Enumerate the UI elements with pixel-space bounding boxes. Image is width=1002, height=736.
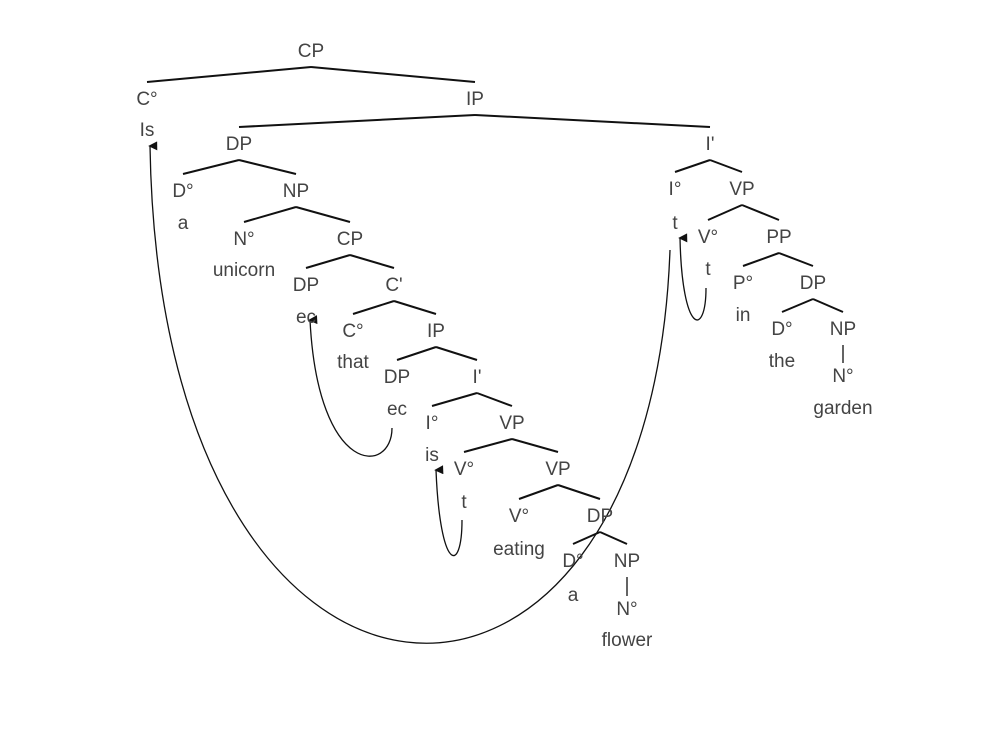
tree-branch-ip2-dp3 (396, 346, 437, 361)
tree-node-cp: CP (298, 41, 324, 62)
tree-node-n02: N° (616, 599, 637, 620)
tree-branch-dp5-d03 (781, 298, 814, 313)
tree-node-that: that (337, 352, 369, 373)
tree-node-t_v: t (461, 492, 467, 513)
tree-branch-dp5-np3 (812, 298, 844, 313)
tree-node-np: NP (283, 181, 309, 202)
tree-branch-ip2-ibar2 (435, 346, 478, 361)
tree-node-t_v2: t (705, 259, 711, 280)
tree-node-v0: V° (454, 459, 474, 480)
tree-branch-np-cp2 (295, 206, 351, 223)
tree-branch-cbar-ip2 (393, 300, 437, 315)
tree-node-c02: C° (342, 321, 363, 342)
movement-arrow-v-to-i (678, 233, 707, 321)
tree-node-flower: flower (602, 630, 653, 651)
tree-node-in: in (736, 305, 751, 326)
tree-branch-dp-d0 (182, 159, 240, 175)
tree-node-p0: P° (733, 273, 753, 294)
tree-branch-ip-ibar (474, 114, 711, 128)
tree-node-v03: V° (698, 227, 718, 248)
tree-node-the: the (769, 351, 795, 372)
tree-branch-vp3-pp (741, 204, 780, 221)
tree-node-i02: I° (426, 413, 439, 434)
movement-arrow-is-low (434, 465, 463, 557)
tree-node-dp4: DP (587, 506, 613, 527)
tree-branch-cp2-dp2 (305, 254, 351, 269)
tree-node-cbar: C' (385, 275, 402, 296)
tree-node-dp5: DP (800, 273, 826, 294)
tree-branch-ip-dp (238, 114, 476, 128)
tree-branch-cp-ip (310, 66, 476, 83)
tree-node-d03: D° (771, 319, 792, 340)
tree-node-v02: V° (509, 506, 529, 527)
tree-branch-cbar-c02 (352, 300, 395, 315)
tree-node-dp2: DP (293, 275, 319, 296)
tree-branch-dp-np (238, 159, 297, 175)
tree-node-ip2: IP (427, 321, 445, 342)
tree-node-a1: a (178, 213, 189, 234)
tree-node-garden: garden (813, 398, 872, 419)
tree-node-n0: N° (233, 229, 254, 250)
tree-branch-vp-v0 (463, 438, 513, 453)
tree-branch-cp2-cbar (349, 254, 395, 269)
tree-node-np3: NP (830, 319, 856, 340)
tree-node-ec1: ec (296, 307, 316, 328)
tree-node-eating: eating (493, 539, 545, 560)
tree-node-c0: C° (136, 89, 157, 110)
tree-node-ibar2: I' (473, 367, 482, 388)
tree-node-is_low: is (425, 445, 439, 466)
tree-branch-vp2-dp4 (557, 484, 601, 500)
movement-arrow-is-to-c (148, 141, 671, 644)
tree-node-t_i: t (672, 213, 678, 234)
tree-node-dp: DP (226, 134, 252, 155)
tree-node-ip: IP (466, 89, 484, 110)
movement-arrow-ec (308, 315, 393, 457)
tree-branch-dp4-np2 (599, 531, 628, 545)
tree-node-a2: a (568, 585, 579, 606)
tree-node-cp2: CP (337, 229, 363, 250)
tree-branch-cp-c0 (146, 66, 312, 83)
tree-node-n03: N° (832, 366, 853, 387)
tree-branch-pp-dp5 (778, 252, 814, 267)
tree-node-ibar: I' (706, 134, 715, 155)
tree-node-unicorn: unicorn (213, 260, 275, 281)
tree-node-pp: PP (766, 227, 791, 248)
tree-node-d0: D° (172, 181, 193, 202)
tree-node-is_top: Is (140, 120, 155, 141)
tree-branch-ibar-vp3 (709, 159, 743, 173)
tree-branch-vp3-v03 (707, 204, 743, 221)
tree-branch-vp-vp2 (511, 438, 559, 453)
tree-node-vp2: VP (545, 459, 570, 480)
tree-node-np2: NP (614, 551, 640, 572)
tree-node-vp: VP (499, 413, 524, 434)
tree-node-d02: D° (562, 551, 583, 572)
tree-node-vp3: VP (729, 179, 754, 200)
tree-branch-vp2-v02 (518, 484, 559, 500)
tree-branch-ibar2-i02 (431, 392, 478, 407)
tree-branch-np-n0 (243, 206, 297, 223)
tree-branch-ibar-i0 (674, 159, 711, 173)
tree-node-i0: I° (669, 179, 682, 200)
tree-branch-pp-p0 (742, 252, 780, 267)
tree-branch-ibar2-vp (476, 392, 513, 407)
tree-node-ec2: ec (387, 399, 407, 420)
tree-node-dp3: DP (384, 367, 410, 388)
